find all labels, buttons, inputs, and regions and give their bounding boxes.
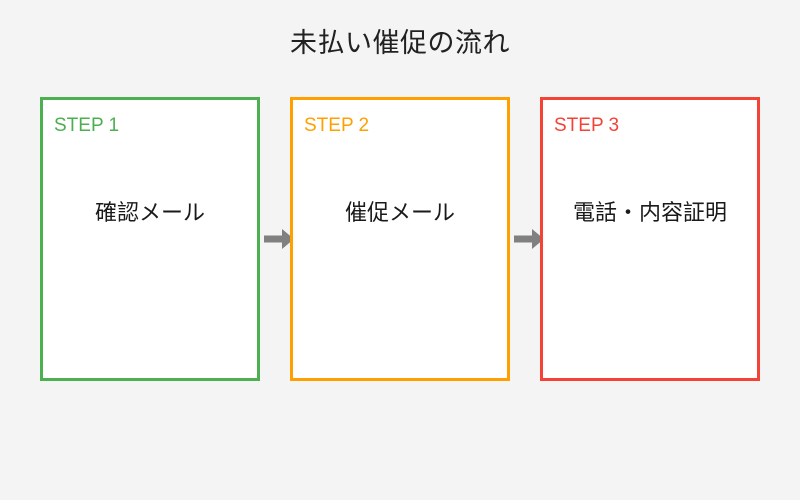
- step-sequence: STEP 1 確認メール STEP 2 催促メール STEP 3 電話・内容証明: [40, 97, 760, 381]
- step-label-1: STEP 1: [54, 115, 120, 136]
- step-body-3: 電話・内容証明: [572, 200, 727, 225]
- step-card-3[interactable]: STEP 3 電話・内容証明: [540, 97, 760, 381]
- step-label-3: STEP 3: [554, 115, 620, 136]
- arrow-right-icon: [264, 228, 294, 250]
- step-card-1[interactable]: STEP 1 確認メール: [40, 97, 260, 381]
- step-body-1: 確認メール: [94, 200, 205, 225]
- step-body-2: 催促メール: [344, 200, 455, 225]
- step-label-2: STEP 2: [304, 115, 370, 136]
- arrow-right-icon: [514, 228, 544, 250]
- step-card-2[interactable]: STEP 2 催促メール: [290, 97, 510, 381]
- page-title: 未払い催促の流れ: [290, 28, 510, 58]
